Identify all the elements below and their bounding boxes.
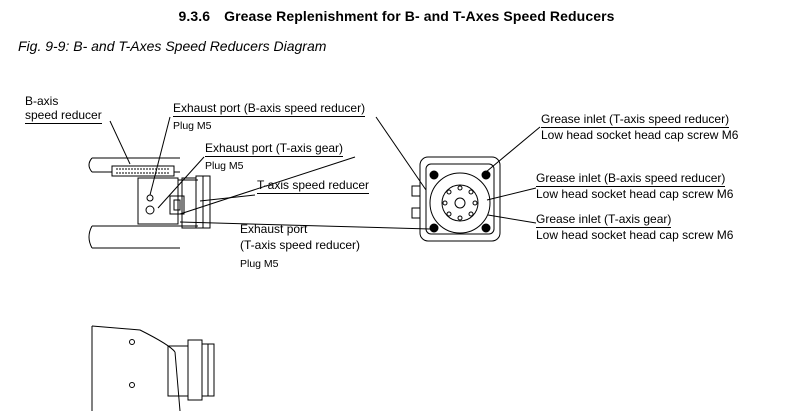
section-number: 9.3.6 bbox=[178, 8, 211, 24]
label-taxis-reducer: T-axis speed reducer bbox=[257, 178, 370, 194]
label-inlet-t-reducer-text: Grease inlet (T-axis speed reducer) bbox=[541, 112, 730, 128]
label-exhaust-tgear: Exhaust port (T-axis gear) bbox=[205, 141, 344, 157]
figure-caption: Fig. 9-9: B- and T-Axes Speed Reducers D… bbox=[18, 38, 327, 54]
label-inlet-t-gear: Grease inlet (T-axis gear) bbox=[536, 212, 672, 228]
label-exhaust-b: Exhaust port (B-axis speed reducer) bbox=[173, 101, 366, 117]
label-inlet-b-reducer-text: Grease inlet (B-axis speed reducer) bbox=[536, 171, 726, 187]
section-title: 9.3.6 Grease Replenishment for B- and T-A… bbox=[0, 8, 793, 24]
side-view-drawing bbox=[88, 157, 211, 249]
label-taxis-reducer-text: T-axis speed reducer bbox=[257, 178, 370, 194]
bottom-view-drawing bbox=[91, 325, 215, 411]
label-baxis-line2: speed reducer bbox=[25, 108, 102, 124]
label-exhaust-t-line2: (T-axis speed reducer) bbox=[240, 238, 361, 252]
section-heading: Grease Replenishment for B- and T-Axes S… bbox=[224, 8, 615, 24]
label-screw-1: Low head socket head cap screw M6 bbox=[541, 128, 739, 142]
front-view-drawing bbox=[411, 156, 501, 242]
label-plug-1: Plug M5 bbox=[173, 120, 212, 132]
label-baxis-line1: B-axis bbox=[25, 94, 59, 108]
label-baxis-line2-text: speed reducer bbox=[25, 108, 102, 124]
label-inlet-t-gear-text: Grease inlet (T-axis gear) bbox=[536, 212, 672, 228]
label-inlet-t-reducer: Grease inlet (T-axis speed reducer) bbox=[541, 112, 730, 128]
label-screw-2: Low head socket head cap screw M6 bbox=[536, 187, 734, 201]
label-exhaust-b-text: Exhaust port (B-axis speed reducer) bbox=[173, 101, 366, 117]
label-plug-2: Plug M5 bbox=[205, 160, 244, 172]
label-exhaust-t-line1: Exhaust port bbox=[240, 222, 308, 236]
label-plug-3: Plug M5 bbox=[240, 258, 279, 270]
label-screw-3: Low head socket head cap screw M6 bbox=[536, 228, 734, 242]
leader-lines-left bbox=[109, 116, 431, 230]
leader-lines-right bbox=[485, 126, 541, 224]
label-inlet-b-reducer: Grease inlet (B-axis speed reducer) bbox=[536, 171, 726, 187]
label-exhaust-tgear-text: Exhaust port (T-axis gear) bbox=[205, 141, 344, 157]
